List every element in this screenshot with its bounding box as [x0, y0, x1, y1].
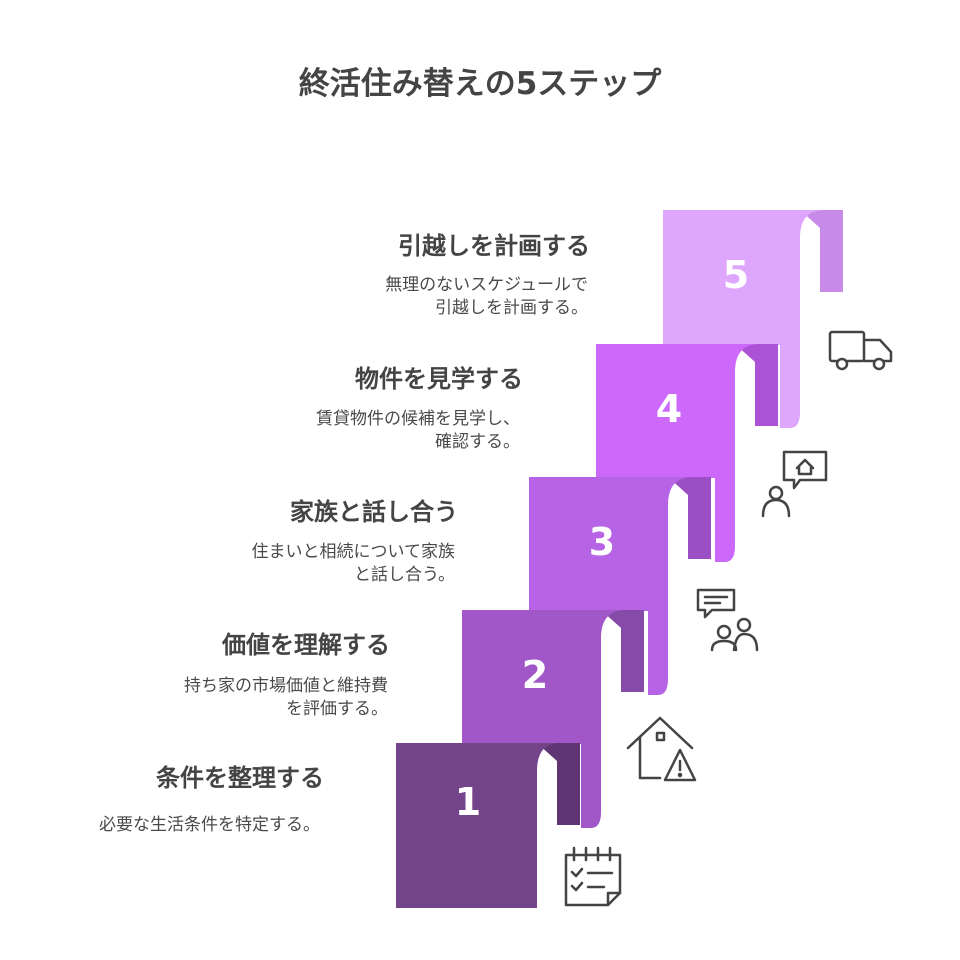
step-4-desc-line2: 確認する。 — [435, 432, 520, 452]
step-2-desc-line2: を評価する。 — [286, 699, 388, 719]
step-3-desc-line1: 住まいと相続について家族 — [251, 542, 456, 562]
step-2-description: 持ち家の市場価値と維持費 を評価する。 — [184, 675, 388, 721]
step-2-ribbon — [462, 610, 644, 828]
step-2-number: 2 — [521, 653, 549, 697]
step-5-ribbon — [663, 210, 843, 428]
step-1-fold — [537, 743, 580, 825]
step-4-number: 4 — [655, 387, 683, 431]
step-5-fold — [800, 210, 843, 292]
step-4-desc-line1: 賃貸物件の候補を見学し、 — [316, 409, 520, 429]
step-3-number: 3 — [588, 520, 616, 564]
step-2-title: 価値を理解する — [222, 631, 390, 659]
step-5-panel — [663, 210, 825, 428]
step-4-ribbon — [596, 344, 778, 562]
checklist-calendar-icon — [564, 846, 622, 907]
step-4-title: 物件を見学する — [355, 365, 523, 393]
step-4-panel — [596, 344, 760, 562]
house-warning-icon — [626, 716, 697, 782]
moving-truck-icon — [828, 330, 893, 371]
step-1-ribbon — [396, 743, 580, 908]
step-2-fold — [601, 610, 644, 692]
step-5-description: 無理のないスケジュールで 引越しを計画する。 — [385, 274, 588, 320]
step-3-desc-line2: と話し合う。 — [354, 565, 455, 585]
step-5-title: 引越しを計画する — [398, 232, 590, 260]
page-title: 終活住み替えの5ステップ — [298, 66, 662, 102]
step-1-description: 必要な生活条件を特定する。 — [99, 814, 320, 837]
step-1-title: 条件を整理する — [156, 764, 324, 792]
step-4-description: 賃貸物件の候補を見学し、 確認する。 — [316, 408, 520, 454]
step-3-title: 家族と話し合う — [290, 498, 458, 526]
step-1-desc-line1: 必要な生活条件を特定する。 — [99, 815, 320, 835]
step-1-panel — [396, 743, 560, 908]
step-5-desc-line2: 引越しを計画する。 — [435, 298, 588, 318]
step-2-desc-line1: 持ち家の市場価値と維持費 — [184, 676, 388, 696]
step-1-number: 1 — [454, 780, 482, 824]
step-4-fold — [735, 344, 778, 426]
step-3-fold — [668, 477, 711, 559]
person-house-bubble-icon — [761, 450, 828, 518]
step-5-number: 5 — [722, 253, 750, 297]
step-3-panel — [529, 477, 693, 695]
family-discussion-icon — [696, 588, 759, 652]
step-2-panel — [462, 610, 626, 828]
step-5-desc-line1: 無理のないスケジュールで — [385, 275, 588, 295]
step-3-description: 住まいと相続について家族 と話し合う。 — [252, 541, 456, 587]
step-3-ribbon — [529, 477, 711, 695]
